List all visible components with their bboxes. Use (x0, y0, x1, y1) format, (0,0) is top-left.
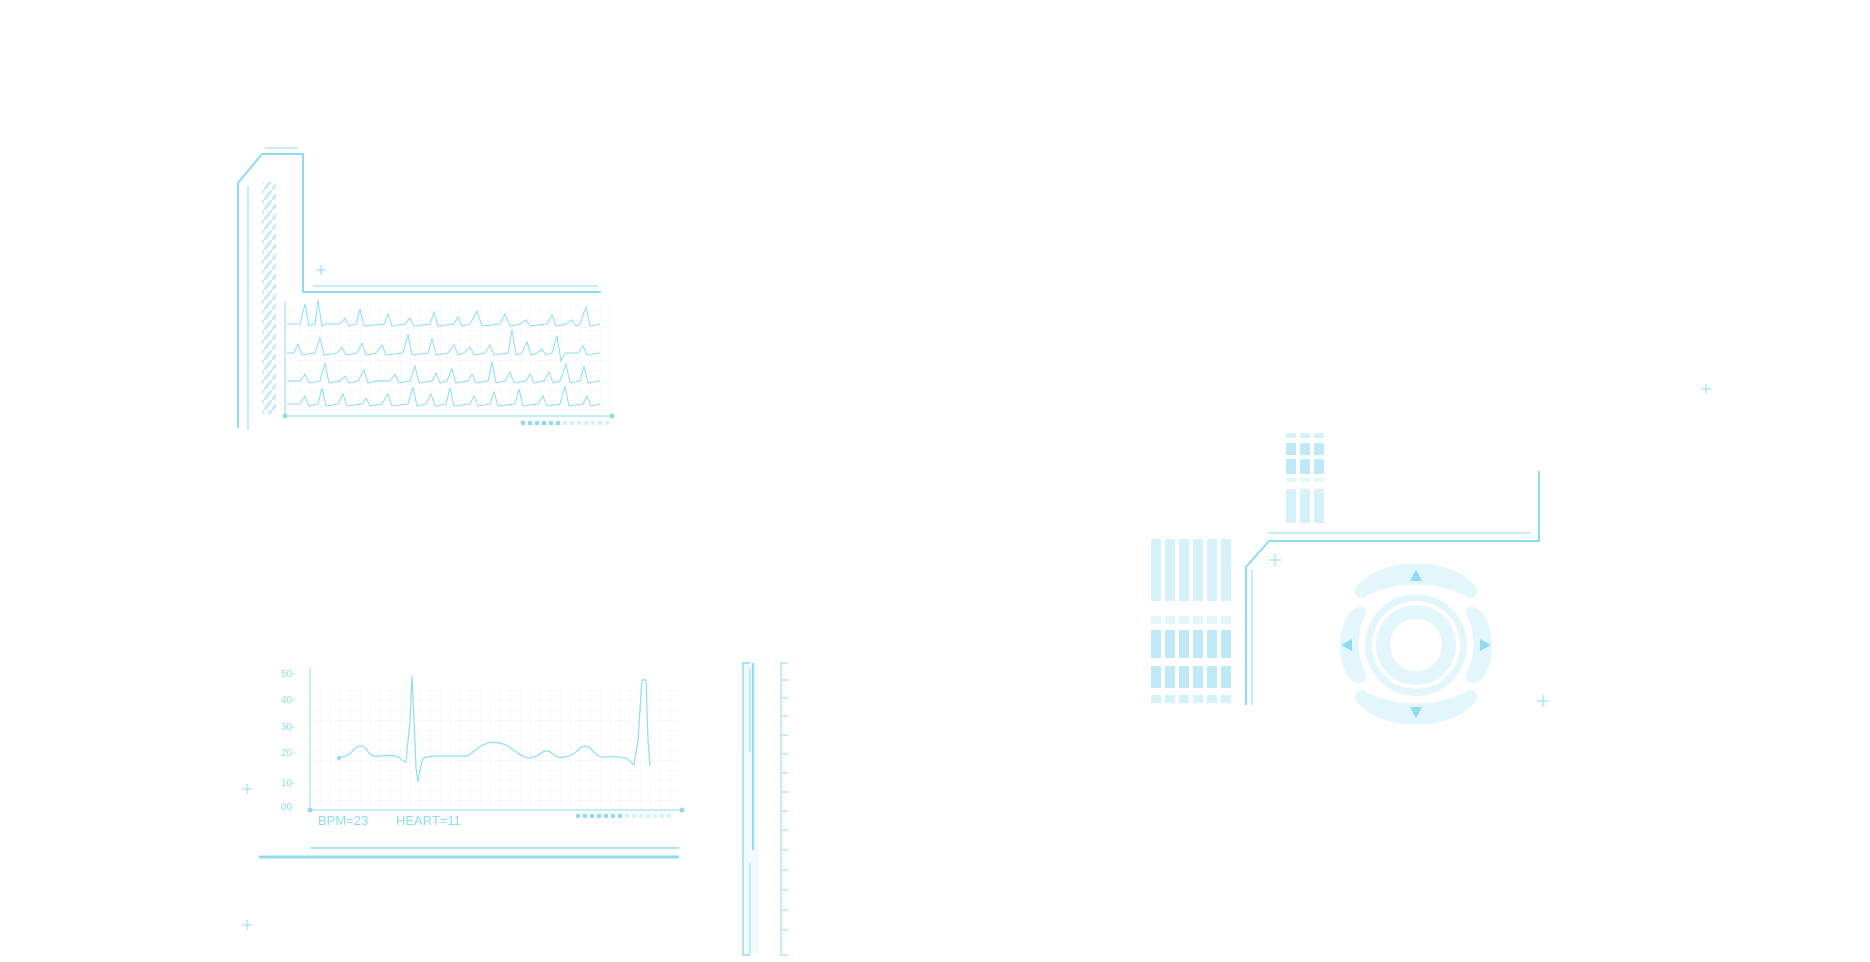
plus-icon (1701, 384, 1711, 394)
ecg-trace-3 (287, 361, 601, 384)
bpm-progress-dots (576, 814, 671, 818)
plus-icon (1537, 695, 1549, 707)
ecg-traces (287, 299, 601, 407)
up-arrow-icon (1410, 570, 1422, 581)
control-panel-frame (1245, 471, 1540, 705)
ecg-panel (237, 147, 615, 430)
ruler-ticks (781, 679, 788, 931)
bpm-baselines (259, 847, 679, 859)
y-tick-10: 10- (281, 778, 295, 789)
level-bars-top (1286, 433, 1324, 523)
bpm-trace-start (337, 756, 341, 760)
y-tick-50: 50- (281, 669, 295, 680)
plus-marks (242, 384, 1711, 930)
plus-icon (242, 920, 252, 930)
ecg-trace-1 (287, 299, 601, 327)
ecg-panel-frame (237, 147, 601, 430)
dpad[interactable] (1340, 563, 1492, 725)
ecg-trace-4 (287, 385, 601, 407)
left-arrow-icon (1341, 639, 1352, 651)
plus-icon (1269, 554, 1281, 566)
y-tick-30: 30- (281, 722, 295, 733)
right-arrow-icon (1480, 639, 1491, 651)
bpm-chart-panel: 50- 40- 30- 20- 10- 00 (259, 668, 685, 859)
bpm-chart-axes (307, 668, 685, 813)
y-tick-20: 20- (281, 748, 295, 759)
dpad-up-button[interactable] (1354, 563, 1478, 599)
control-panel (1151, 433, 1540, 705)
bpm-trace (338, 675, 651, 783)
hatched-strip (262, 182, 276, 414)
down-arrow-icon (1410, 707, 1422, 718)
crosshair-marker (316, 265, 326, 275)
y-tick-40: 40- (281, 695, 295, 706)
dpad-right-button[interactable] (1465, 606, 1492, 684)
dpad-center-button[interactable] (1390, 619, 1442, 671)
plus-icon (242, 784, 252, 794)
bpm-chart-grid (310, 684, 678, 809)
dpad-down-button[interactable] (1354, 690, 1478, 725)
ecg-grid (285, 302, 613, 414)
vertical-ruler (742, 662, 788, 956)
level-bars-left (1151, 539, 1231, 703)
ecg-progress-dots (521, 421, 609, 425)
y-tick-00: 00 (281, 802, 293, 813)
dpad-left-button[interactable] (1340, 606, 1367, 684)
ecg-trace-2 (287, 329, 601, 363)
bpm-readout: BPM=23 (318, 813, 369, 828)
heart-readout: HEART=11 (396, 813, 461, 828)
ecg-axes (282, 302, 615, 419)
